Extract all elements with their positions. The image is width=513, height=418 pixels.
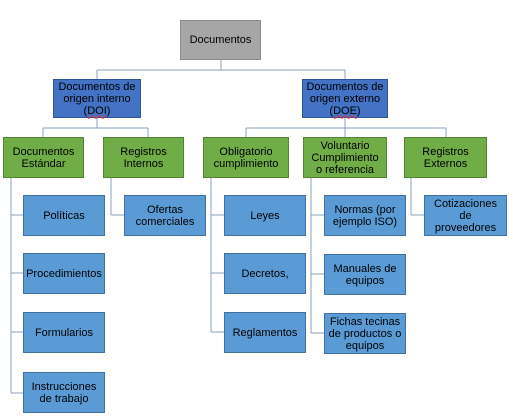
node-doe-text: Documentos de origen externo ( bbox=[306, 80, 384, 117]
node-obligatorio-label: Obligatorio cumplimiento bbox=[213, 145, 279, 170]
node-reglamentos-label: Reglamentos bbox=[232, 326, 298, 339]
node-decretos-label: Decretos, bbox=[241, 267, 289, 280]
node-doi-text: Documentos de origen interno ( bbox=[58, 80, 136, 117]
node-documentos: Documentos bbox=[180, 20, 261, 60]
node-voluntario-label: Voluntario Cumplimiento o referencia bbox=[311, 139, 379, 176]
node-cotizaciones-label: Cotizaciones de proveedores bbox=[434, 197, 497, 234]
node-politicas: Políticas bbox=[23, 195, 105, 236]
node-doe: Documentos de origen externo (DOE) bbox=[302, 79, 388, 118]
node-decretos: Decretos, bbox=[224, 253, 306, 294]
node-instrucciones: Instrucciones de trabajo bbox=[23, 372, 105, 413]
node-voluntario: Voluntario Cumplimiento o referencia bbox=[303, 137, 387, 178]
node-obligatorio: Obligatorio cumplimiento bbox=[203, 137, 289, 178]
node-fichas-label: Fichas tecinas de productos o equipos bbox=[328, 315, 402, 352]
node-formularios-label: Formularios bbox=[34, 326, 94, 339]
node-doe-close: ) bbox=[356, 104, 361, 117]
node-registros-externos-label: Registros Externos bbox=[422, 145, 469, 170]
node-registros-externos: Registros Externos bbox=[404, 137, 487, 178]
node-registros-internos: Registros Internos bbox=[103, 137, 184, 178]
node-normas: Normas (por ejemplo ISO) bbox=[324, 195, 406, 236]
node-formularios: Formularios bbox=[23, 312, 105, 353]
node-documentos-estandar-label: Documentos Estándar bbox=[12, 145, 75, 170]
node-documentos-label: Documentos bbox=[189, 34, 252, 46]
node-politicas-label: Políticas bbox=[43, 209, 85, 222]
node-ofertas-label: Ofertas comerciales bbox=[135, 203, 195, 228]
node-procedimientos-label: Procedimientos bbox=[26, 267, 102, 280]
node-leyes-label: Leyes bbox=[250, 209, 280, 222]
node-instrucciones-label: Instrucciones de trabajo bbox=[31, 380, 97, 405]
node-manuales-label: Manuales de equipos bbox=[333, 262, 397, 287]
node-doi-label: Documentos de origen interno (DOI) bbox=[57, 81, 137, 117]
node-leyes: Leyes bbox=[224, 195, 306, 236]
node-normas-label: Normas (por ejemplo ISO) bbox=[332, 203, 398, 228]
node-cotizaciones: Cotizaciones de proveedores bbox=[424, 195, 507, 236]
node-doe-abbr: DOE bbox=[333, 104, 357, 117]
node-manuales: Manuales de equipos bbox=[324, 254, 406, 295]
node-reglamentos: Reglamentos bbox=[224, 312, 306, 353]
node-doe-label: Documentos de origen externo (DOE) bbox=[306, 81, 384, 117]
node-doi-abbr: DOI bbox=[87, 104, 107, 117]
node-ofertas: Ofertas comerciales bbox=[124, 195, 206, 236]
node-procedimientos: Procedimientos bbox=[23, 253, 105, 294]
node-documentos-estandar: Documentos Estándar bbox=[3, 137, 84, 178]
node-fichas: Fichas tecinas de productos o equipos bbox=[324, 313, 406, 354]
node-doi: Documentos de origen interno (DOI) bbox=[53, 79, 141, 118]
node-registros-internos-label: Registros Internos bbox=[120, 145, 167, 170]
node-doi-close: ) bbox=[106, 104, 111, 117]
